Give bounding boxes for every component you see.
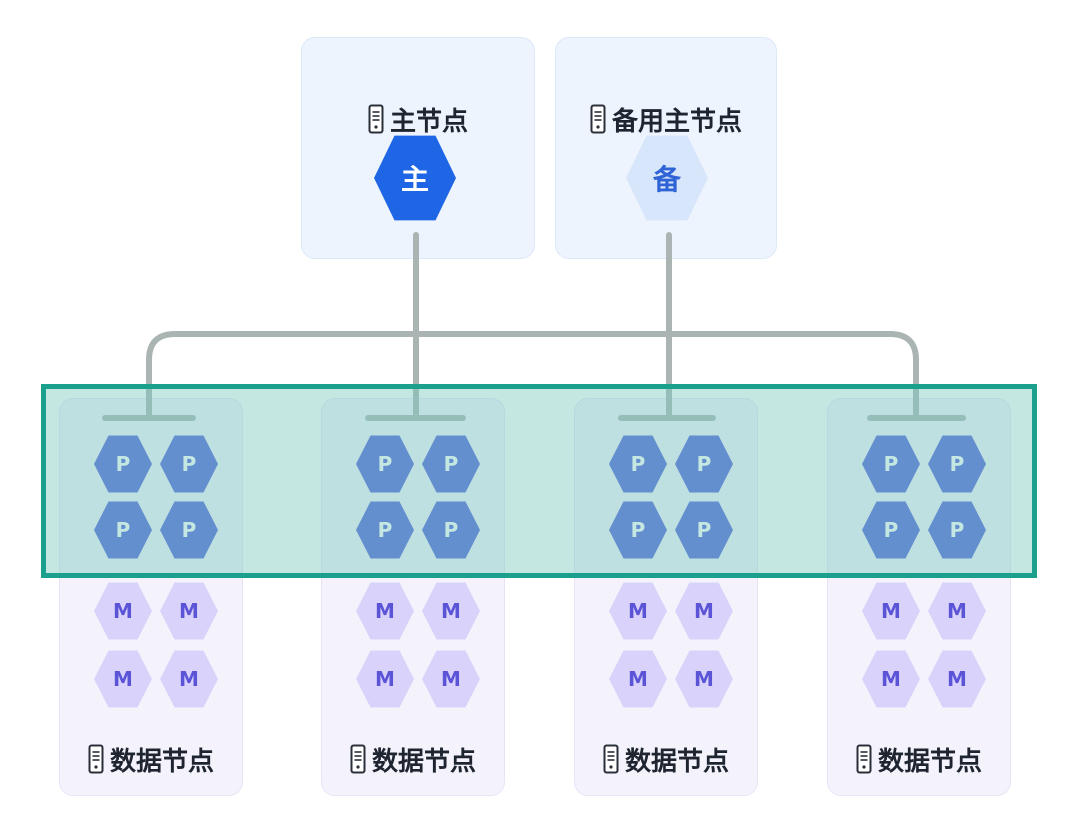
server-icon — [590, 104, 606, 134]
bus-connector — [146, 331, 919, 421]
primary-shard: P — [609, 435, 667, 493]
data-node-title: 数据节点 — [624, 746, 729, 777]
master-node-title: 主节点 — [389, 106, 468, 137]
mirror-shard: M — [160, 650, 218, 708]
primary-shard: P — [675, 501, 733, 559]
mirror-shard: M — [928, 650, 986, 708]
mirror-shard: M — [609, 650, 667, 708]
mirror-shard: M — [356, 582, 414, 640]
backup-badge: 备 — [626, 135, 708, 221]
primary-shard: P — [862, 435, 920, 493]
mirror-shard: M — [422, 582, 480, 640]
mirror-shard: M — [609, 582, 667, 640]
primary-shard-highlight — [41, 384, 1037, 578]
master-node-card: 主节点 主 — [301, 37, 535, 259]
mirror-shard: M — [94, 650, 152, 708]
server-icon — [350, 744, 366, 774]
data-node-header: 数据节点 — [60, 742, 242, 777]
mirror-shard: M — [862, 582, 920, 640]
mirror-shard: M — [862, 650, 920, 708]
mirror-shard: M — [675, 582, 733, 640]
primary-shard: P — [160, 501, 218, 559]
primary-shard: P — [928, 435, 986, 493]
mirror-shard: M — [928, 582, 986, 640]
primary-shard: P — [160, 435, 218, 493]
primary-shard: P — [94, 501, 152, 559]
backup-node-title: 备用主节点 — [611, 106, 742, 137]
primary-shard: P — [862, 501, 920, 559]
data-node-title: 数据节点 — [109, 746, 214, 777]
backup-node-card: 备用主节点 备 — [555, 37, 777, 259]
data-node-header: 数据节点 — [575, 742, 757, 777]
mirror-shard: M — [160, 582, 218, 640]
master-node-header: 主节点 — [302, 102, 534, 137]
data-node-header: 数据节点 — [828, 742, 1010, 777]
server-icon — [856, 744, 872, 774]
server-icon — [603, 744, 619, 774]
mirror-shard: M — [356, 650, 414, 708]
data-node-header: 数据节点 — [322, 742, 504, 777]
backup-node-header: 备用主节点 — [556, 102, 776, 137]
mirror-shard: M — [675, 650, 733, 708]
server-icon — [88, 744, 104, 774]
primary-shard: P — [609, 501, 667, 559]
mirror-shard: M — [94, 582, 152, 640]
server-icon — [368, 104, 384, 134]
primary-shard: P — [928, 501, 986, 559]
primary-shard: P — [675, 435, 733, 493]
data-node-title: 数据节点 — [371, 746, 476, 777]
mirror-shard: M — [422, 650, 480, 708]
data-node-title: 数据节点 — [877, 746, 982, 777]
